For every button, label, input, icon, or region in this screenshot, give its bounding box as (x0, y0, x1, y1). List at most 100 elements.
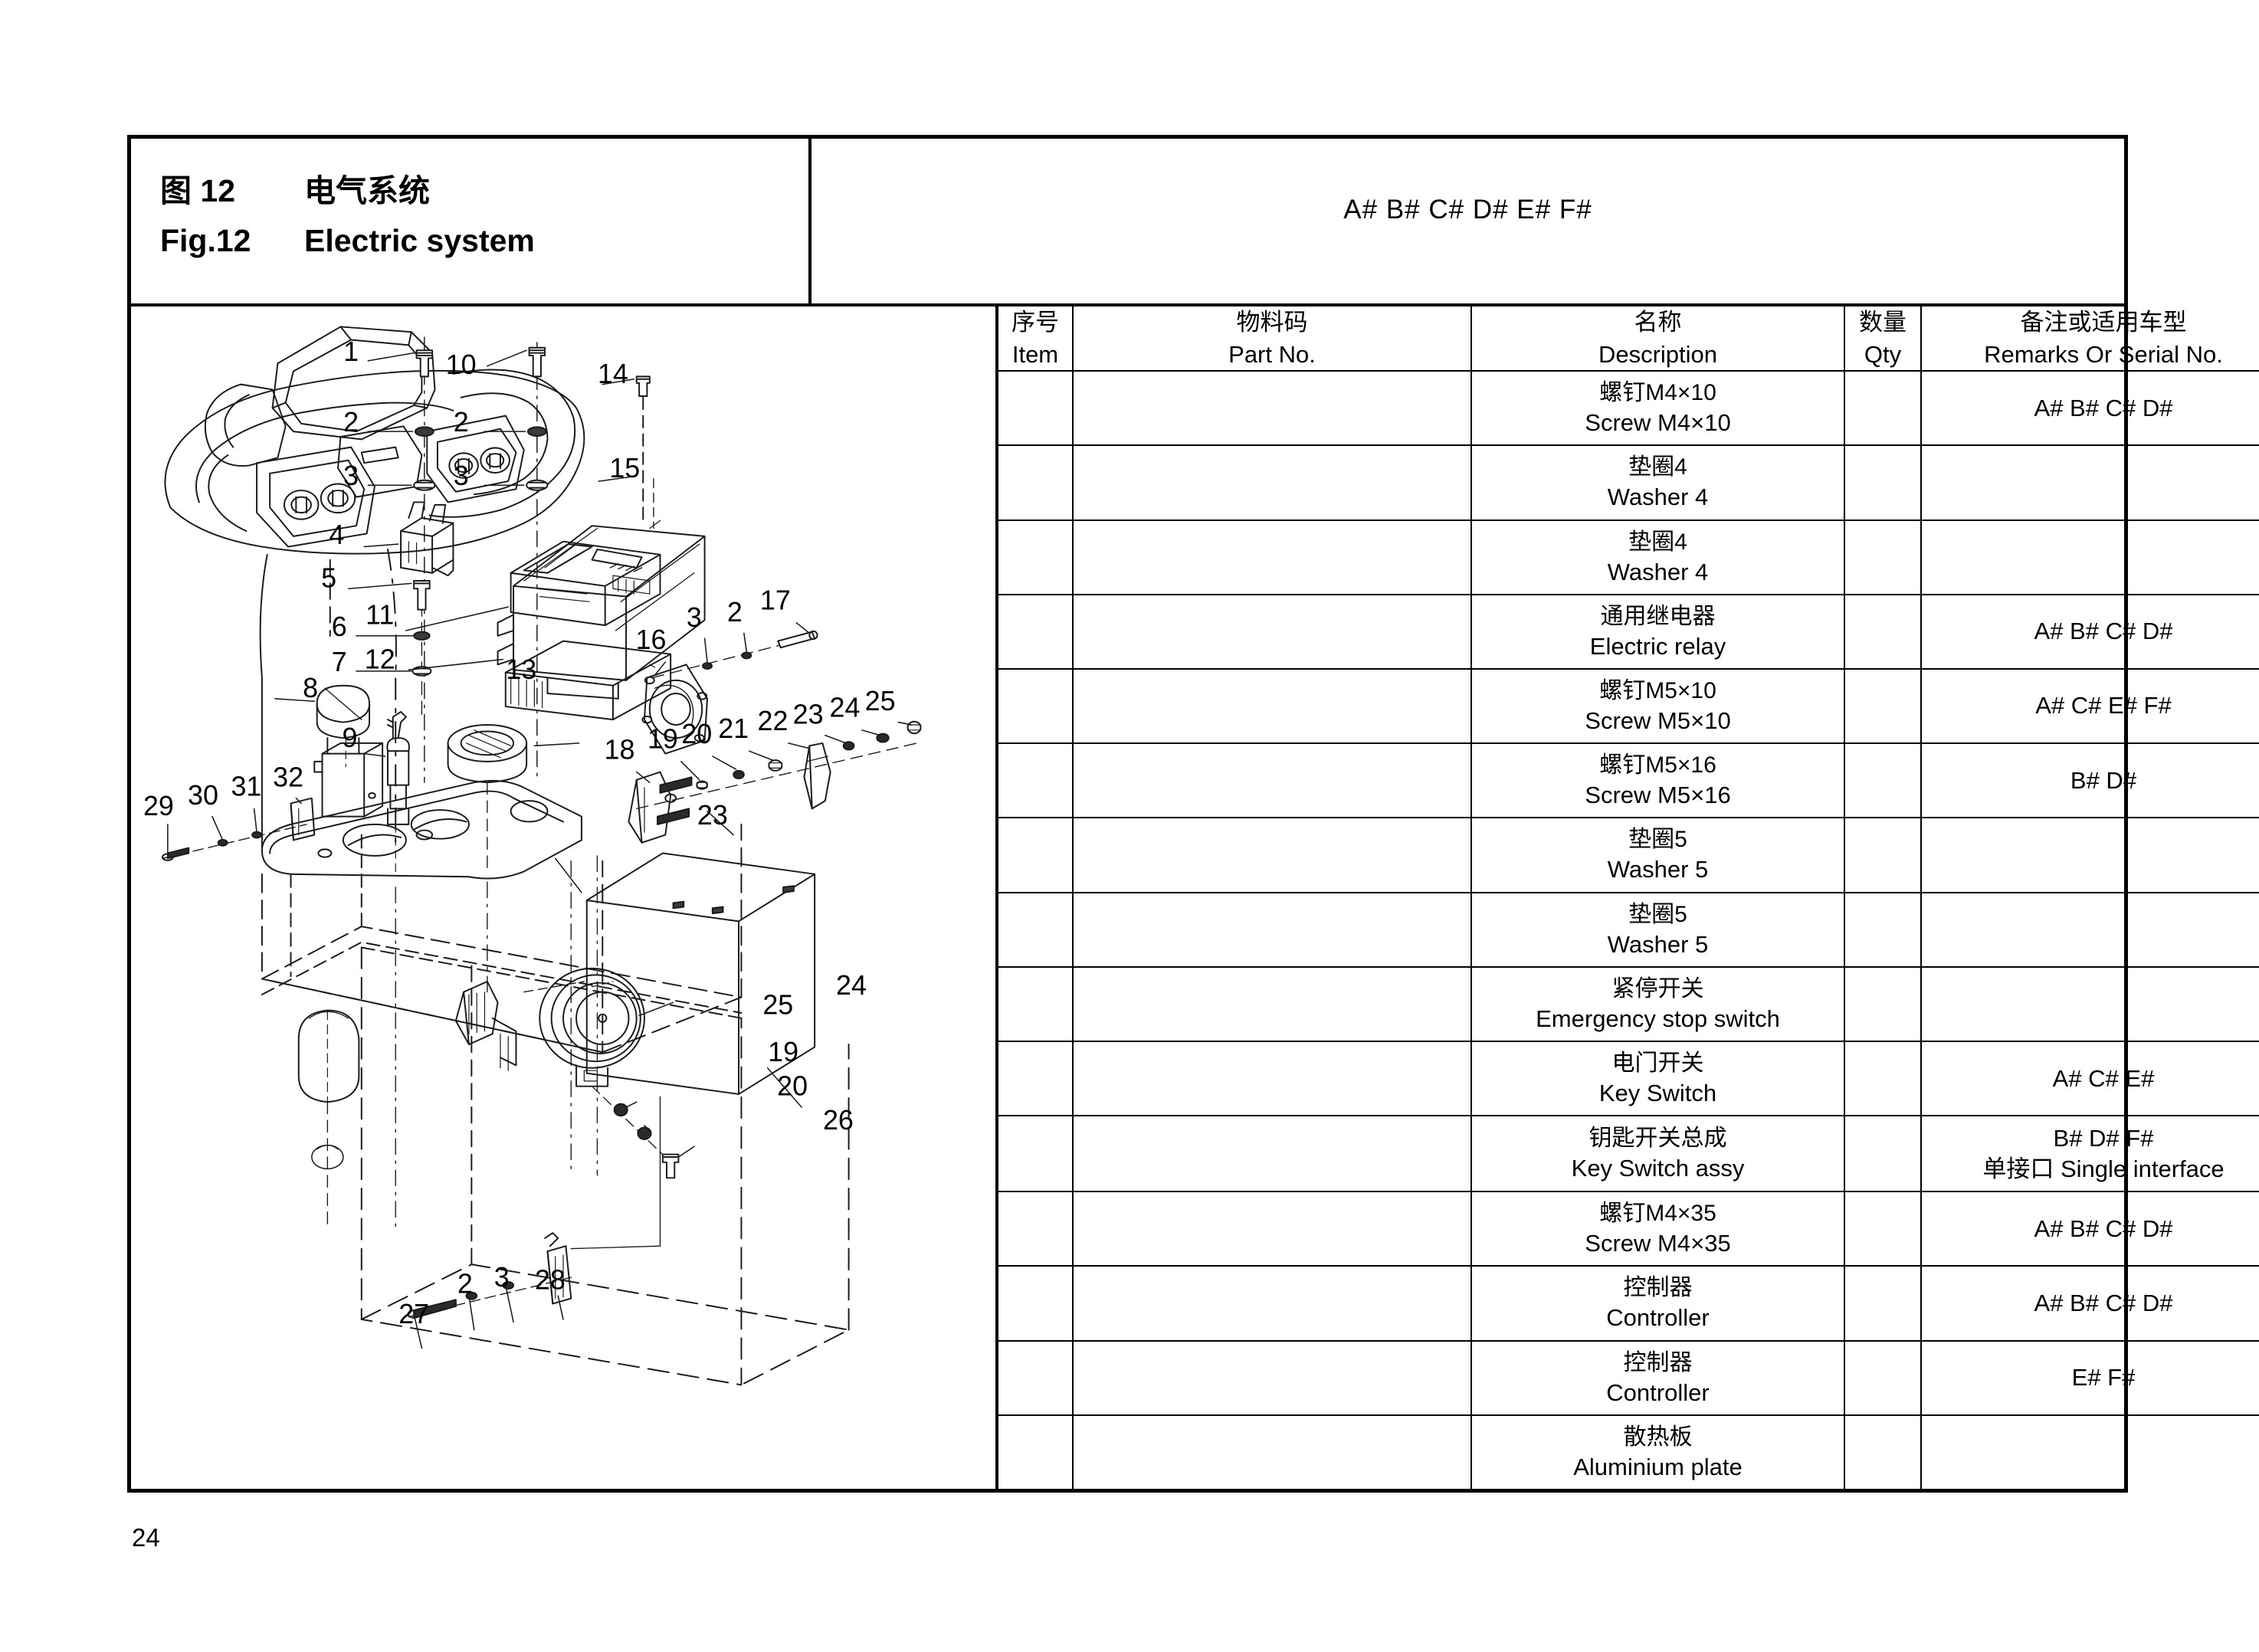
figure-title-block: 图 12 电气系统 Fig.12 Electric system (131, 139, 811, 303)
callout-number: 19 (648, 724, 678, 755)
fastener-row-18-25 (628, 720, 922, 844)
callout-number: 3 (687, 602, 702, 633)
cell-qty (1844, 742, 1922, 819)
cell-item (998, 370, 1074, 447)
cell-part-no (1072, 444, 1472, 521)
description-english: Controller (1606, 1378, 1710, 1406)
figure-label-en: Fig.12 (160, 223, 251, 258)
cell-remarks: B# D# F#单接口 Single interface (1920, 1115, 2259, 1193)
column-header-remarks-cn: 备注或适用车型 (2020, 309, 2187, 336)
cell-qty (1844, 1115, 1922, 1193)
description-english: Screw M5×10 (1585, 706, 1731, 734)
column-header-remarks-en: Remarks Or Serial No. (1984, 340, 2223, 368)
callout-number: 16 (636, 624, 667, 655)
description-english: Key Switch (1598, 1080, 1717, 1107)
description-english: Controller (1606, 1304, 1710, 1332)
parts-table-header-row: 序号 Item 物料码 Part No. 名称 Description 数量 (998, 306, 2259, 372)
bottom-link-27-28 (407, 1096, 661, 1349)
cell-remarks: A# C# E# F# (1920, 667, 2259, 745)
cell-part-no (1072, 1414, 1472, 1489)
cell-part-no (1072, 370, 1472, 447)
cell-part-no (1072, 965, 1472, 1043)
callout-number: 11 (366, 599, 394, 630)
cell-part-no (1072, 667, 1472, 745)
cell-item (998, 1414, 1074, 1489)
cell-remarks: B# D# (1920, 742, 2259, 819)
callout-number: 3 (454, 461, 469, 491)
callout-number: 19 (768, 1037, 798, 1067)
cell-description: 电门开关 Key Switch (1470, 1041, 1845, 1117)
remarks-line-1: A# C# E# F# (2035, 692, 2172, 719)
callout-number: 23 (793, 699, 824, 729)
callout-number: 18 (605, 734, 635, 765)
callout-number: 24 (836, 970, 867, 1001)
cell-qty (1844, 1041, 1922, 1117)
callout-number: 31 (231, 771, 261, 801)
callout-number: 12 (365, 644, 395, 674)
cell-item (998, 1339, 1074, 1416)
description-chinese: 垫圈4 (1628, 454, 1687, 480)
cell-item (998, 593, 1074, 670)
callout-number: 2 (457, 1269, 473, 1300)
parts-table: 序号 Item 物料码 Part No. 名称 Description 数量 (998, 306, 2259, 1489)
description-english: Screw M4×35 (1585, 1230, 1731, 1257)
column-header-description-cn: 名称 (1634, 309, 1682, 336)
description-chinese: 垫圈5 (1628, 901, 1687, 927)
cell-qty (1844, 1339, 1922, 1416)
callout-number: 27 (398, 1299, 429, 1329)
key-switch-9 (363, 710, 410, 875)
callout-number: 9 (342, 723, 357, 753)
callout-number: 28 (535, 1265, 566, 1296)
battery-box (523, 852, 816, 1108)
cell-remarks (1920, 891, 2259, 968)
cell-qty (1844, 817, 1922, 893)
cell-item (998, 444, 1074, 521)
description-english: Key Switch assy (1571, 1155, 1745, 1182)
remarks-line-2: 单接口 Single interface (1982, 1155, 2225, 1182)
callout-number: 22 (758, 706, 789, 736)
column-header-qty: 数量 Qty (1844, 306, 1922, 372)
left-link-29-32 (162, 797, 316, 861)
column-header-remarks: 备注或适用车型 Remarks Or Serial No. (1920, 306, 2259, 372)
description-english: Screw M4×10 (1585, 409, 1731, 437)
column-header-description-en: Description (1598, 340, 1718, 368)
page-header: 图 12 电气系统 Fig.12 Electric system A# B# C… (131, 139, 2124, 303)
cell-part-no (1072, 742, 1472, 819)
fastener-stack-5 (347, 579, 432, 718)
fan-assembly-16 (641, 621, 818, 755)
description-chinese: 螺钉M5×10 (1599, 677, 1716, 703)
remarks-line-1: A# B# C# D# (2034, 394, 2173, 421)
column-header-item-cn: 序号 (1011, 309, 1059, 336)
remarks-line-1: A# C# E# (2052, 1064, 2155, 1092)
cell-item (998, 519, 1074, 595)
callout-number: 8 (303, 673, 318, 703)
cell-qty (1844, 1191, 1922, 1267)
cell-remarks (1920, 817, 2259, 893)
column-header-part-no: 物料码 Part No. (1072, 306, 1472, 372)
callout-number: 20 (777, 1071, 808, 1102)
callout-number: 7 (332, 647, 347, 677)
figure-name-cn: 电气系统 (304, 173, 430, 208)
description-chinese: 垫圈4 (1628, 529, 1687, 555)
cell-part-no (1072, 891, 1472, 968)
catalog-page-frame: 图 12 电气系统 Fig.12 Electric system A# B# C… (127, 135, 2259, 1493)
callout-number: 30 (188, 780, 218, 811)
description-chinese: 电门开关 (1611, 1051, 1704, 1077)
